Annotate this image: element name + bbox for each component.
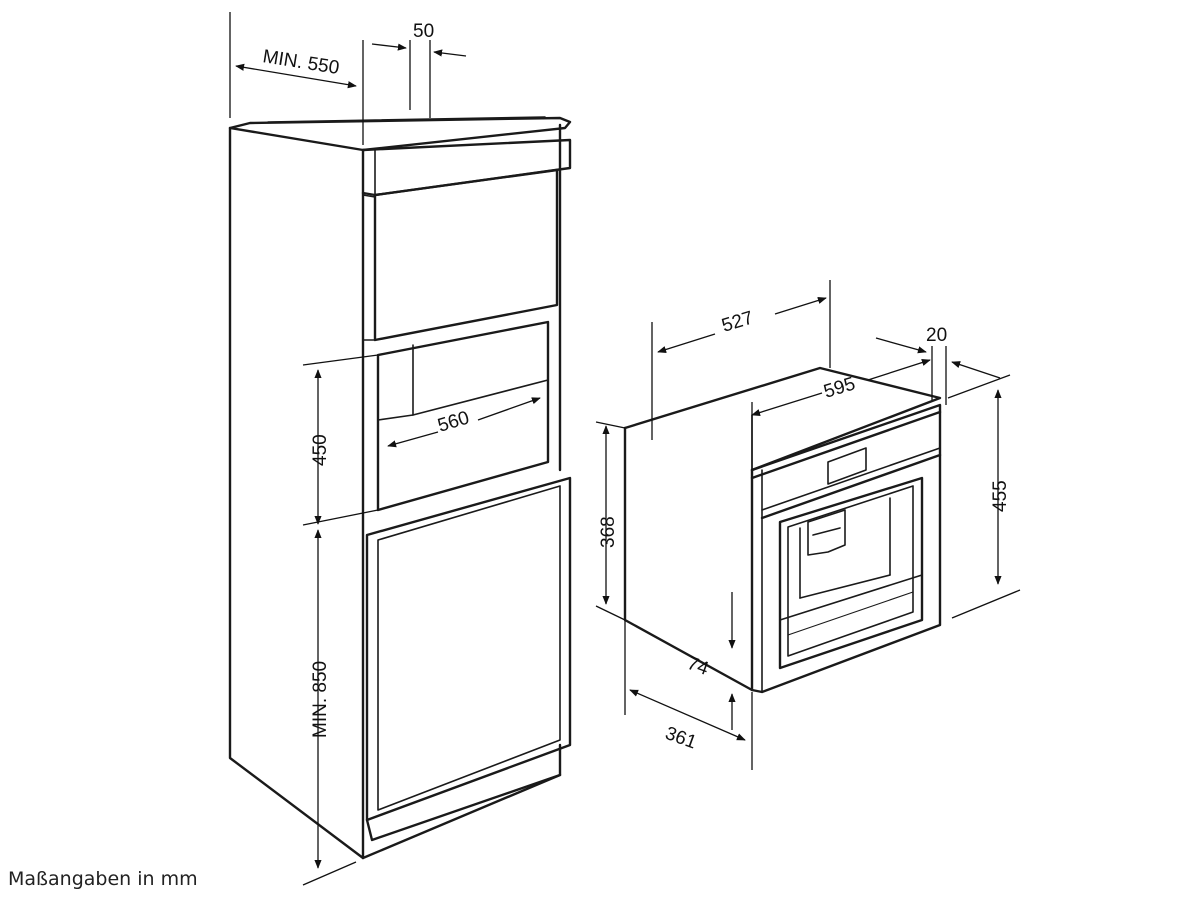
niche-width-arrow-left xyxy=(387,431,439,448)
front-depth-arrow-right xyxy=(951,361,1001,379)
label-niche-height: 450 xyxy=(310,434,331,466)
depth-min-arrow xyxy=(235,63,357,89)
label-body-depth: 527 xyxy=(719,307,755,336)
gap-arrow-right xyxy=(433,49,467,57)
label-floor-height-min: MIN. 850 xyxy=(310,661,331,738)
label-front-depth: 20 xyxy=(926,325,947,346)
label-total-height: 455 xyxy=(990,480,1011,512)
label-body-height: 368 xyxy=(598,516,619,548)
label-ventilation-gap: 50 xyxy=(413,21,434,42)
label-depth-min: MIN. 550 xyxy=(261,46,340,79)
gap-arrow-left xyxy=(371,43,407,51)
body-depth-arrow-right xyxy=(774,296,827,315)
label-front-offset: 74 xyxy=(684,653,711,680)
width-arrow-left xyxy=(751,392,823,417)
tall-cabinet xyxy=(228,116,572,860)
machine-dimensions xyxy=(595,280,1021,770)
niche-width-arrow-right xyxy=(477,397,541,421)
coffee-machine xyxy=(623,366,942,694)
body-depth-arrow-left xyxy=(657,333,716,353)
label-total-width: 595 xyxy=(821,373,857,402)
units-caption: Maßangaben in mm xyxy=(8,868,198,890)
width-arrow-right xyxy=(867,359,931,381)
front-depth-arrow-left xyxy=(875,337,927,354)
body-width-arrow xyxy=(629,689,746,741)
label-body-width: 361 xyxy=(662,723,699,754)
label-niche-width: 560 xyxy=(435,407,471,436)
cabinet-dimensions xyxy=(229,12,541,886)
